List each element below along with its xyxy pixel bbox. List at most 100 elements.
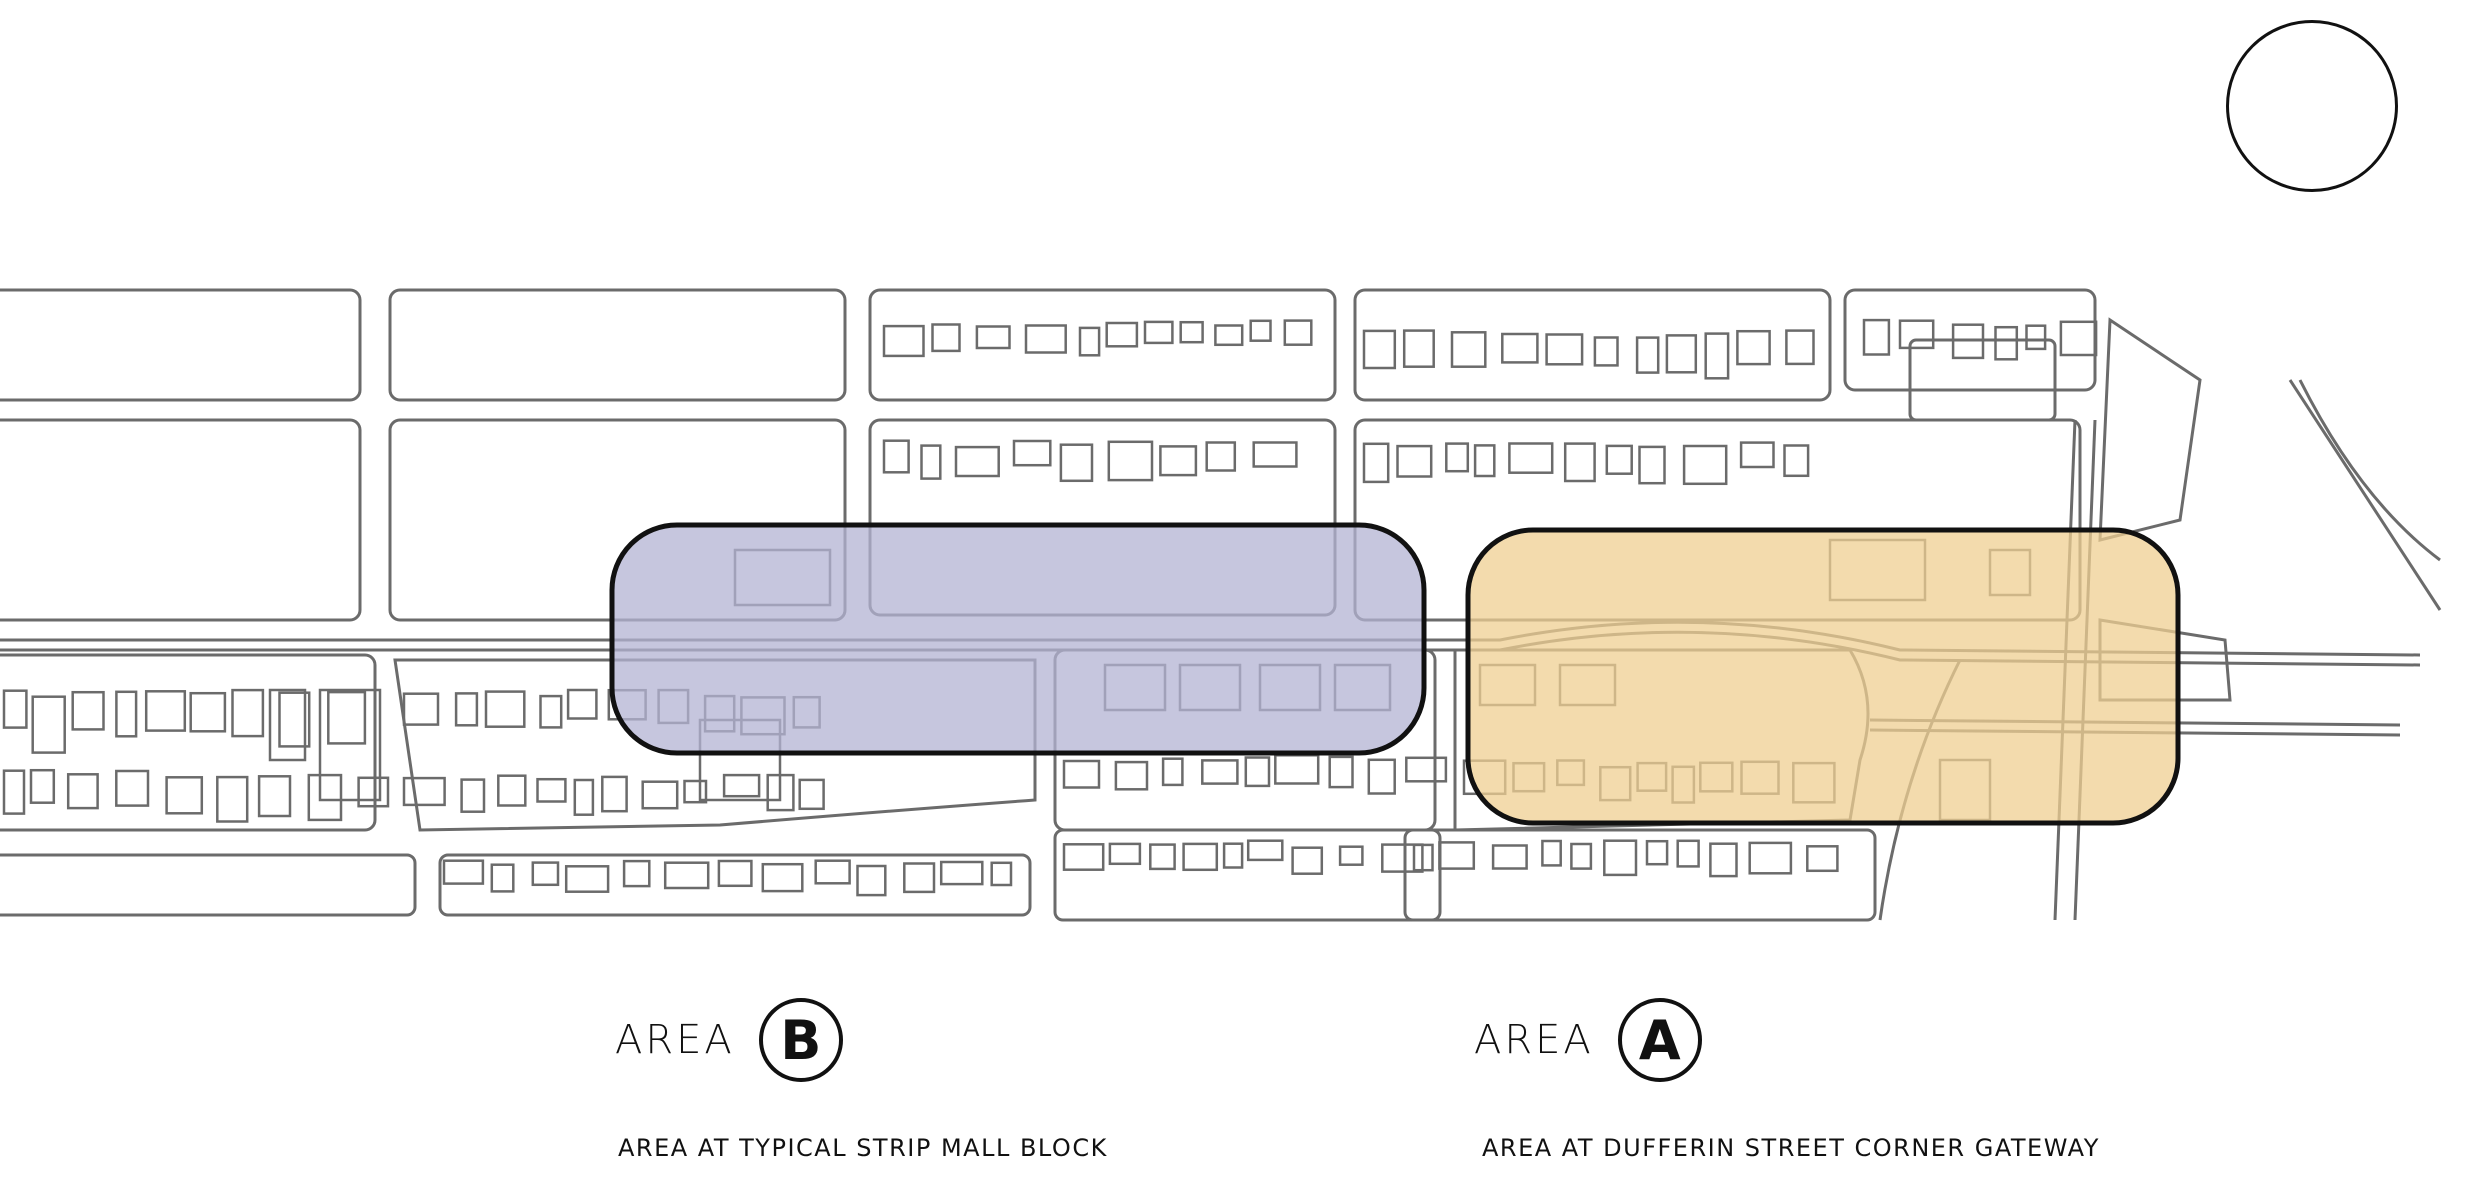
building-footprint	[1182, 842, 1219, 872]
building-footprint	[1252, 441, 1298, 468]
building-footprint	[601, 775, 628, 813]
building-footprint	[1563, 442, 1596, 483]
building-footprint	[1062, 759, 1101, 789]
building-footprint	[1704, 332, 1730, 380]
building-footprint	[622, 859, 651, 888]
building-footprint	[1222, 842, 1244, 869]
building-footprint	[1603, 839, 1638, 877]
building-footprint	[1438, 841, 1476, 870]
building-footprint	[357, 776, 390, 808]
building-footprint	[1665, 334, 1698, 374]
building-footprint	[1994, 325, 2019, 361]
building-footprint	[29, 768, 56, 804]
building-footprint	[1501, 332, 1539, 364]
building-footprint	[2, 689, 28, 729]
building-footprint	[1107, 440, 1154, 482]
area-a-word: AREA	[1474, 1017, 1594, 1063]
building-footprint	[490, 863, 515, 893]
building-footprint	[189, 691, 227, 733]
building-footprint	[1450, 331, 1487, 368]
building-footprint	[1645, 839, 1669, 866]
building-footprint	[2025, 324, 2047, 351]
building-footprint	[1541, 839, 1562, 867]
building-footprint	[903, 862, 936, 894]
building-footprint	[460, 778, 486, 813]
building-footprint	[257, 775, 292, 818]
area-b-letter-badge: B	[758, 998, 843, 1082]
building-footprint	[939, 860, 984, 886]
building-footprint	[931, 323, 961, 353]
building-footprint	[566, 688, 598, 720]
building-footprint	[1114, 760, 1149, 791]
building-footprint	[1748, 841, 1793, 875]
building-footprint	[1736, 329, 1771, 366]
building-footprint	[717, 859, 753, 888]
building-footprint	[1143, 320, 1174, 345]
building-footprint	[268, 688, 307, 762]
building-footprint	[1274, 754, 1320, 785]
building-footprint	[1806, 845, 1839, 873]
building-footprint	[990, 861, 1013, 887]
building-footprint	[539, 694, 563, 729]
building-footprint	[663, 861, 710, 890]
building-footprint	[1062, 843, 1105, 871]
building-footprint	[307, 773, 343, 822]
building-footprint	[402, 776, 446, 807]
area-b-label: AREA B	[615, 998, 843, 1082]
building-footprint	[954, 445, 1000, 478]
building-footprint	[1473, 444, 1496, 478]
building-footprint	[856, 864, 887, 897]
building-footprint	[1078, 326, 1101, 357]
building-footprint	[1635, 336, 1660, 374]
building-footprint	[1328, 755, 1354, 789]
building-footprint	[165, 776, 204, 815]
building-footprint	[1214, 324, 1244, 347]
building-footprint	[564, 865, 610, 893]
building-footprint	[402, 692, 440, 726]
building-footprint	[1412, 843, 1434, 872]
building-footprint	[882, 324, 925, 358]
building-footprint	[1362, 329, 1397, 370]
building-footprint	[1024, 324, 1067, 354]
building-footprint	[484, 690, 526, 728]
building-footprint	[454, 692, 479, 727]
building-footprint	[1205, 441, 1237, 472]
building-footprint	[318, 688, 382, 802]
building-footprint	[1508, 442, 1554, 474]
building-footprint	[1246, 839, 1284, 862]
building-footprint	[216, 775, 249, 823]
building-footprint	[1249, 319, 1272, 342]
building-footprint	[1593, 336, 1619, 367]
building-footprint	[683, 779, 708, 804]
building-footprint	[798, 778, 825, 811]
building-footprint	[1491, 844, 1528, 870]
building-footprint	[1161, 757, 1184, 787]
building-footprint	[1338, 845, 1364, 866]
north-arrow-circle-icon	[2226, 20, 2398, 192]
building-footprint	[442, 859, 485, 885]
area-a-label: AREA A	[1474, 998, 1702, 1082]
building-footprint	[115, 769, 150, 807]
building-footprint	[1201, 759, 1239, 785]
area-a-highlight	[1465, 527, 2181, 826]
building-footprint	[920, 444, 942, 480]
building-footprint	[1405, 756, 1448, 783]
building-footprint	[1862, 318, 1891, 356]
building-footprint	[1105, 321, 1139, 348]
building-footprint	[761, 862, 804, 893]
building-footprint	[1283, 319, 1313, 346]
building-footprint	[1402, 329, 1435, 368]
building-footprint	[536, 777, 567, 803]
building-footprint	[1785, 329, 1815, 366]
building-footprint	[1445, 442, 1470, 473]
building-footprint	[975, 325, 1011, 350]
building-footprint	[66, 773, 99, 810]
building-footprint	[1570, 842, 1593, 870]
building-footprint	[71, 690, 105, 731]
building-footprint	[882, 439, 910, 474]
building-footprint	[1362, 442, 1390, 484]
building-footprint	[115, 690, 138, 738]
building-footprint	[278, 691, 311, 748]
area-a-description: AREA AT DUFFERIN STREET CORNER GATEWAY	[1482, 1134, 2100, 1162]
